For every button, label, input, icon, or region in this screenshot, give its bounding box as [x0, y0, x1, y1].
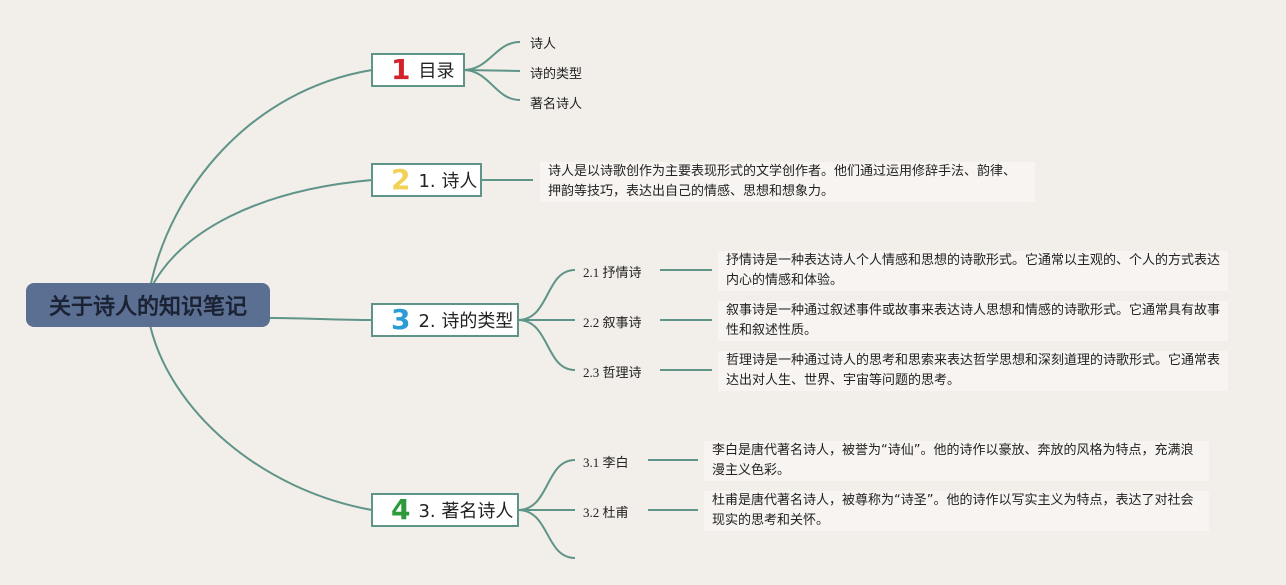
link-s1-c2: [462, 69, 521, 72]
root-title: 关于诗人的知识笔记: [48, 295, 247, 320]
philosophical-description: 哲理诗是一种通过诗人的思考和思索来表达哲学思想和深刻道理的诗歌形式。它通常表达出…: [718, 351, 1228, 391]
section-poet[interactable]: 2 1. 诗人: [371, 163, 482, 197]
li-bai-description: 李白是唐代著名诗人，被誉为“诗仙”。他的诗作以豪放、奔放的风格为特点，充满浪漫主…: [704, 441, 1209, 481]
narrative-description: 叙事诗是一种通过叙述事件或故事来表达诗人思想和情感的诗歌形式。它通常具有故事性和…: [718, 301, 1228, 341]
section-label: 1. 诗人: [418, 171, 478, 192]
root-node[interactable]: 关于诗人的知识笔记: [26, 283, 270, 327]
number-badge: 3: [391, 303, 411, 336]
section-famous-poets[interactable]: 4 3. 著名诗人: [371, 493, 519, 527]
section-poem-types[interactable]: 3 2. 诗的类型: [371, 303, 519, 337]
subtopic-lyric[interactable]: 2.1 抒情诗: [583, 265, 642, 280]
lyric-description: 抒情诗是一种表达诗人个人情感和思想的诗歌形式。它通常以主观的、个人的方式表达内心…: [718, 251, 1228, 291]
link-s4-c1: [517, 459, 576, 511]
link-s3-c3: [517, 319, 576, 371]
number-badge: 4: [391, 493, 411, 526]
section-label: 3. 著名诗人: [418, 501, 514, 522]
subtopic-li-bai[interactable]: 3.1 李白: [583, 455, 629, 470]
link-s1-c1: [462, 41, 521, 71]
link-root-s3: [269, 317, 373, 321]
poet-description: 诗人是以诗歌创作为主要表现形式的文学创作者。他们通过运用修辞手法、韵律、押韵等技…: [540, 162, 1035, 202]
link-s3-c1: [517, 269, 576, 321]
section-label: 2. 诗的类型: [418, 311, 514, 332]
toc-item[interactable]: 诗的类型: [530, 66, 583, 81]
link-root-s1: [149, 69, 373, 289]
link-s4-c3: [517, 509, 576, 559]
toc-item[interactable]: 著名诗人: [530, 96, 583, 111]
section-toc[interactable]: 1 目录: [371, 53, 465, 87]
number-badge: 1: [391, 53, 411, 86]
link-root-s4: [149, 324, 373, 511]
subtopic-narrative[interactable]: 2.2 叙事诗: [583, 315, 642, 330]
link-root-s2: [149, 179, 373, 291]
subtopic-philosophical[interactable]: 2.3 哲理诗: [583, 365, 642, 380]
link-s1-c3: [462, 69, 521, 101]
du-fu-description: 杜甫是唐代著名诗人，被尊称为“诗圣”。他的诗作以写实主义为特点，表达了对社会现实…: [704, 491, 1209, 531]
number-badge: 2: [391, 163, 411, 196]
toc-item[interactable]: 诗人: [530, 36, 557, 51]
section-label: 目录: [418, 61, 455, 82]
subtopic-du-fu[interactable]: 3.2 杜甫: [583, 505, 629, 520]
